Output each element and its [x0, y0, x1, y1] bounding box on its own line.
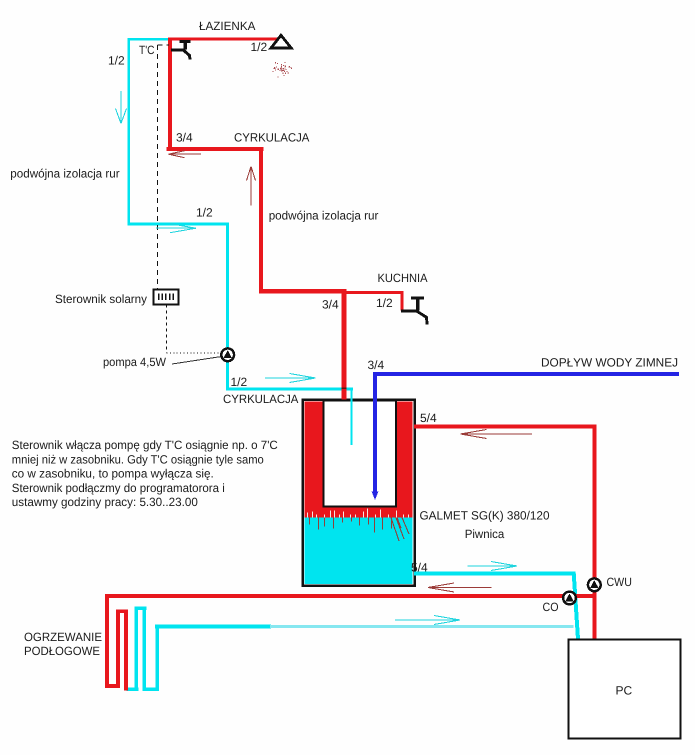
svg-text:5/4: 5/4: [420, 411, 437, 425]
svg-text:3/4: 3/4: [322, 298, 339, 312]
svg-text:Sterownik podłączmy do program: Sterownik podłączmy do programatorora i: [12, 481, 225, 495]
svg-text:GALMET SG(K) 380/120: GALMET SG(K) 380/120: [420, 509, 550, 523]
svg-text:1/2: 1/2: [196, 206, 213, 220]
svg-text:CYRKULACJA: CYRKULACJA: [234, 131, 309, 145]
svg-text:ŁAZIENKA: ŁAZIENKA: [199, 19, 255, 33]
svg-text:Sterownik włącza pompę gdy T'C: Sterownik włącza pompę gdy T'C osiągnie …: [12, 438, 278, 452]
svg-text:1/2: 1/2: [231, 375, 248, 389]
svg-text:1/2: 1/2: [108, 54, 125, 68]
svg-text:mniej niż w zasobniku. Gdy T'C: mniej niż w zasobniku. Gdy T'C osiągnie …: [12, 452, 264, 466]
svg-text:3/4: 3/4: [176, 131, 193, 145]
svg-text:CYRKULACJA: CYRKULACJA: [223, 392, 298, 406]
svg-text:KUCHNIA: KUCHNIA: [378, 271, 428, 285]
svg-text:PC: PC: [616, 684, 633, 698]
svg-text:podwójna izolacja rur: podwójna izolacja rur: [10, 167, 119, 181]
svg-text:DOPŁYW WODY ZIMNEJ: DOPŁYW WODY ZIMNEJ: [541, 356, 678, 370]
svg-text:podwójna izolacja rur: podwójna izolacja rur: [269, 209, 379, 223]
svg-text:5/4: 5/4: [411, 561, 428, 575]
svg-text:PODŁOGOWE: PODŁOGOWE: [24, 644, 100, 658]
svg-text:co w zasobniku, to pompa wyłąc: co w zasobniku, to pompa wyłącza się.: [12, 467, 214, 481]
svg-text:CWU: CWU: [607, 575, 632, 589]
svg-text:1/2: 1/2: [376, 296, 393, 310]
svg-text:ustawmy godziny pracy: 5.30..2: ustawmy godziny pracy: 5.30..23.00: [12, 495, 198, 509]
svg-text:Sterownik solarny: Sterownik solarny: [55, 292, 147, 306]
svg-text:T'C: T'C: [139, 43, 155, 57]
svg-text:1/2: 1/2: [251, 40, 268, 54]
svg-text:Piwnica: Piwnica: [465, 527, 505, 541]
svg-text:3/4: 3/4: [368, 358, 385, 372]
svg-text:CO: CO: [543, 600, 559, 614]
svg-text:pompa 4,5W: pompa 4,5W: [103, 355, 167, 369]
svg-text:OGRZEWANIE: OGRZEWANIE: [24, 630, 102, 644]
